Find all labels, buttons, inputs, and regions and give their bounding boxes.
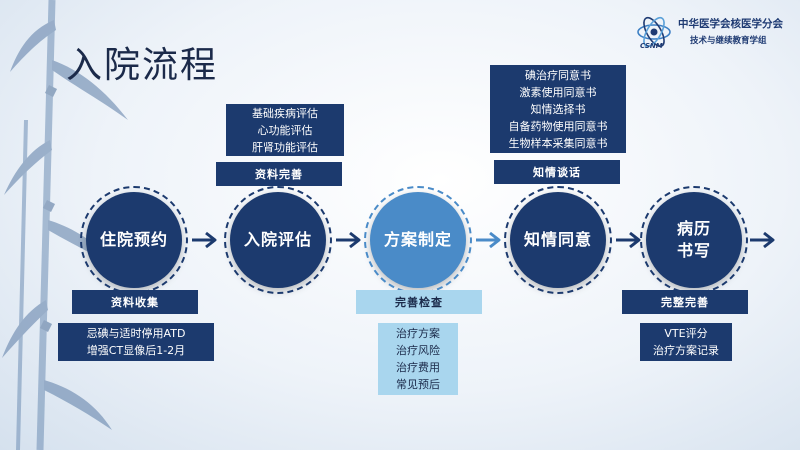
consent-item: 生物样本采集同意书: [508, 136, 608, 150]
reservation-header: 资料收集: [72, 290, 198, 314]
arrow-right-icon: [192, 231, 217, 249]
page-title: 入院流程: [66, 45, 219, 86]
bamboo-decoration: [2, 0, 128, 450]
plan-header: 完善检查: [356, 290, 482, 314]
step-consent: 知情同意: [504, 186, 612, 294]
plan-item: 治疗方案: [396, 327, 440, 340]
assessment-items: 基础疾病评估 心功能评估 肝肾功能评估: [226, 104, 344, 156]
arrow-right-icon: [336, 231, 361, 249]
logo-tag: CSNM: [640, 42, 663, 50]
arrow-right-icon: [750, 231, 775, 249]
consent-header: 知情谈话: [494, 160, 620, 184]
step-record-line2: 书写: [676, 241, 711, 260]
record-items: VTE评分 治疗方案记录: [640, 323, 732, 361]
assessment-item: 基础疾病评估: [252, 106, 318, 120]
step-consent-label: 知情同意: [523, 230, 592, 250]
step-reservation: 住院预约: [80, 186, 188, 294]
record-item: 治疗方案记录: [653, 344, 719, 357]
logo-org-name: 中华医学会核医学分会: [678, 18, 783, 30]
reservation-item: 增强CT显像后1-2月: [86, 344, 186, 357]
plan-item: 治疗费用: [396, 361, 440, 374]
consent-item: 自备药物使用同意书: [508, 119, 608, 133]
consent-item: 知情选择书: [530, 102, 586, 116]
step-record: 病历 书写: [640, 186, 748, 294]
step-reservation-label: 住院预约: [99, 230, 168, 250]
arrow-right-icon: [616, 231, 641, 249]
atom-logo-icon: [637, 16, 671, 48]
plan-item: 常见预后: [396, 378, 440, 391]
assessment-item: 肝肾功能评估: [252, 140, 318, 154]
reservation-item: 忌碘与适时停用ATD: [86, 327, 186, 340]
assessment-item: 心功能评估: [257, 123, 313, 137]
step-assessment: 入院评估: [224, 186, 332, 294]
plan-item: 治疗风险: [396, 344, 440, 357]
reservation-items: 忌碘与适时停用ATD 增强CT显像后1-2月: [58, 323, 214, 361]
record-item: VTE评分: [664, 327, 708, 340]
step-record-text: 病历 书写: [677, 218, 711, 261]
arrow-right-icon: [476, 231, 501, 249]
consent-items: 碘治疗同意书 激素使用同意书 知情选择书 自备药物使用同意书 生物样本采集同意书: [490, 65, 626, 153]
consent-item: 激素使用同意书: [519, 85, 597, 99]
plan-items: 治疗方案 治疗风险 治疗费用 常见预后: [378, 323, 458, 395]
record-header: 完整完善: [622, 290, 748, 314]
assessment-header: 资料完善: [216, 162, 342, 186]
consent-item: 碘治疗同意书: [525, 68, 591, 82]
step-plan-label: 方案制定: [383, 230, 452, 250]
step-record-line1: 病历: [676, 219, 711, 239]
logo-group-name: 技术与继续教育学组: [690, 36, 767, 46]
step-plan: 方案制定: [364, 186, 472, 294]
csnm-logo: CSNM 中华医学会核医学分会 技术与继续教育学组: [634, 14, 794, 54]
step-assessment-label: 入院评估: [243, 230, 312, 250]
